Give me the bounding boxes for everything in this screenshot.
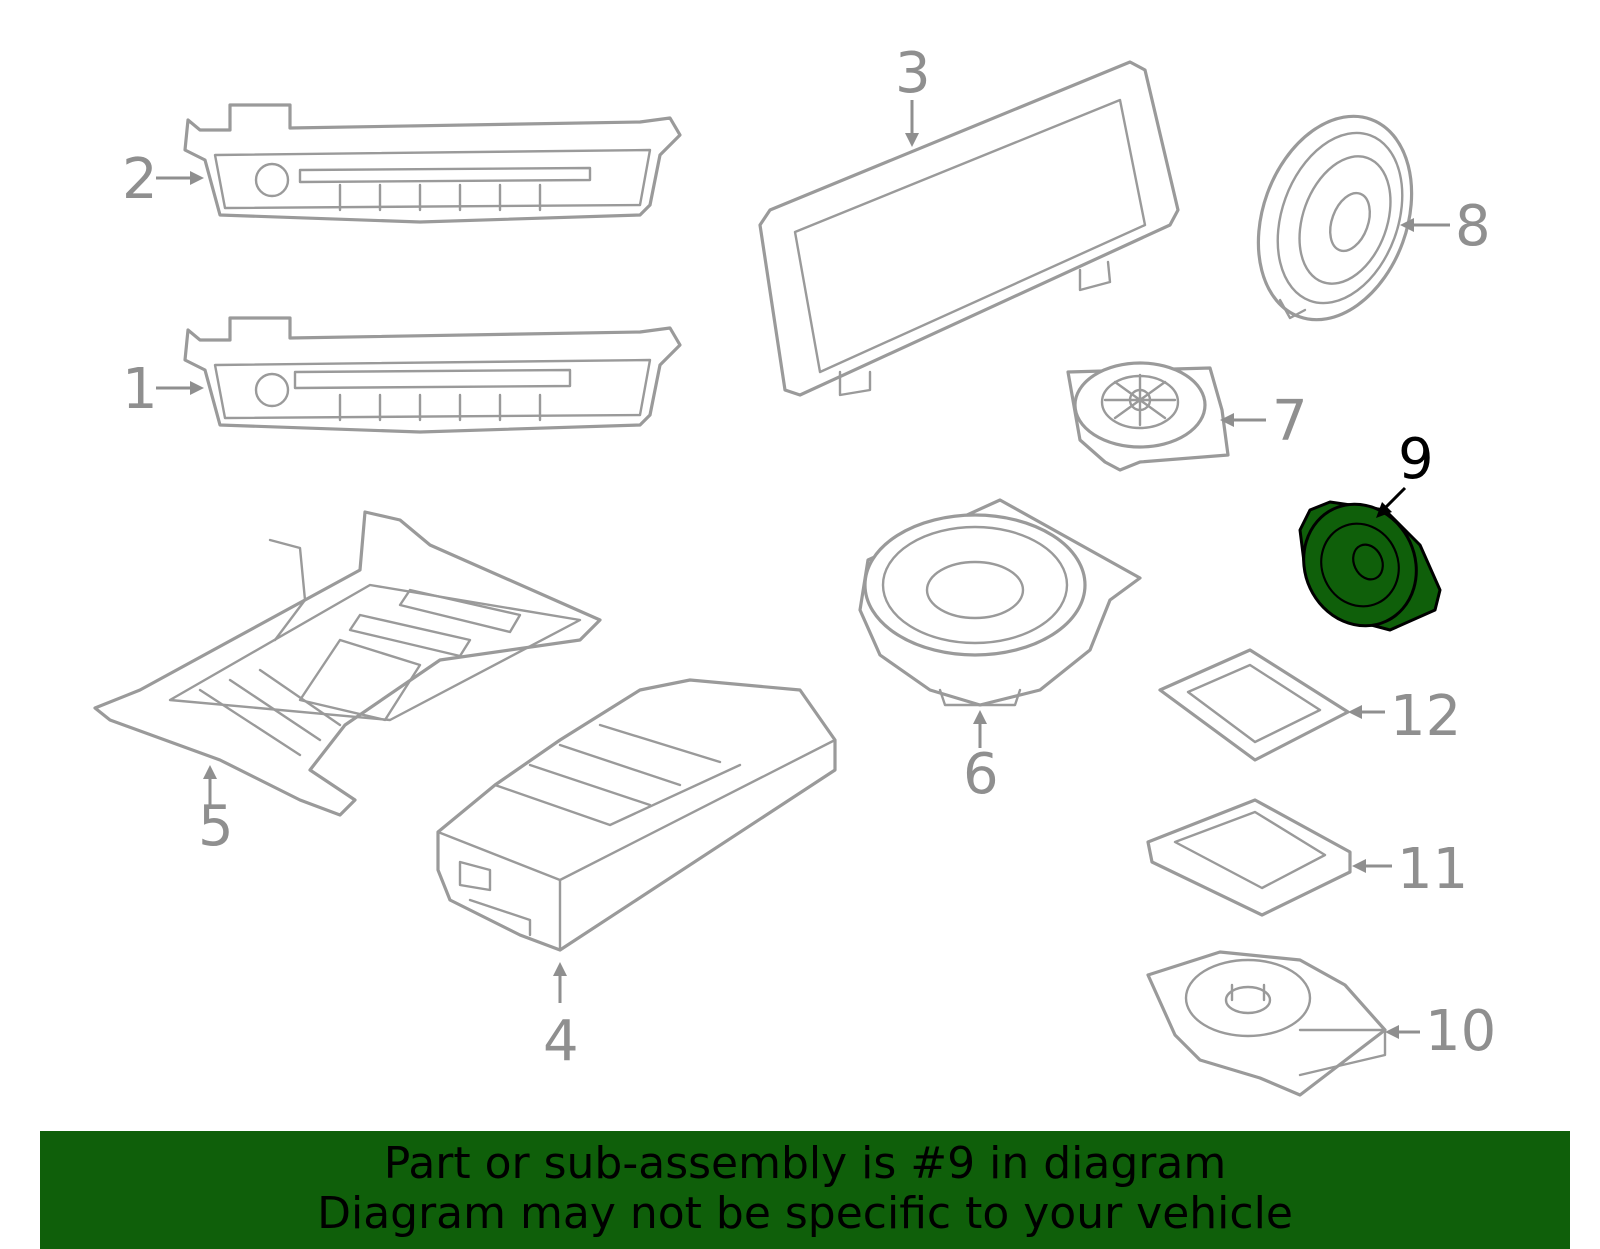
svg-text:8: 8 — [1455, 194, 1491, 259]
svg-text:7: 7 — [1272, 389, 1308, 454]
part-8-speaker[interactable] — [1231, 95, 1438, 342]
svg-text:10: 10 — [1425, 999, 1496, 1064]
callout-8: 8 — [1400, 194, 1491, 259]
svg-text:9: 9 — [1398, 427, 1434, 492]
svg-text:1: 1 — [122, 357, 158, 422]
part-11-bracket[interactable] — [1146, 798, 1352, 917]
callout-7: 7 — [1220, 389, 1308, 454]
part-1-control-panel[interactable] — [183, 316, 682, 434]
svg-text:6: 6 — [963, 742, 999, 807]
svg-text:4: 4 — [543, 1009, 579, 1074]
callout-1: 1 — [122, 357, 204, 422]
svg-text:3: 3 — [895, 41, 931, 106]
callout-3: 3 — [895, 41, 931, 147]
callout-4: 4 — [543, 962, 579, 1074]
part-4-amplifier[interactable] — [436, 678, 837, 952]
part-9-speaker-highlighted[interactable] — [1284, 486, 1442, 645]
callout-6: 6 — [963, 710, 999, 807]
callout-5: 5 — [198, 765, 234, 859]
part-7-tweeter[interactable] — [1066, 361, 1230, 472]
banner-line-1: Part or sub-assembly is #9 in diagram — [383, 1138, 1227, 1189]
svg-text:12: 12 — [1390, 684, 1461, 749]
callout-2: 2 — [122, 147, 204, 212]
banner-line-2: Diagram may not be specific to your vehi… — [317, 1188, 1293, 1239]
svg-text:5: 5 — [198, 794, 234, 859]
callout-9: 9 — [1376, 427, 1434, 518]
callout-11: 11 — [1352, 837, 1468, 902]
part-6-speaker[interactable] — [858, 498, 1142, 707]
svg-text:2: 2 — [122, 147, 158, 212]
part-5-mounting-bracket[interactable] — [93, 510, 602, 817]
parts-diagram: 2 1 3 8 — [93, 41, 1496, 1097]
part-info-banner: Part or sub-assembly is #9 in diagram Di… — [40, 1131, 1570, 1249]
part-10-subwoofer[interactable] — [1146, 950, 1387, 1097]
part-3-display-screen[interactable] — [758, 60, 1180, 397]
part-12-gasket[interactable] — [1158, 648, 1350, 762]
svg-text:11: 11 — [1397, 837, 1468, 902]
part-2-control-panel[interactable] — [183, 103, 682, 224]
callout-10: 10 — [1385, 999, 1496, 1064]
callout-12: 12 — [1348, 684, 1461, 749]
